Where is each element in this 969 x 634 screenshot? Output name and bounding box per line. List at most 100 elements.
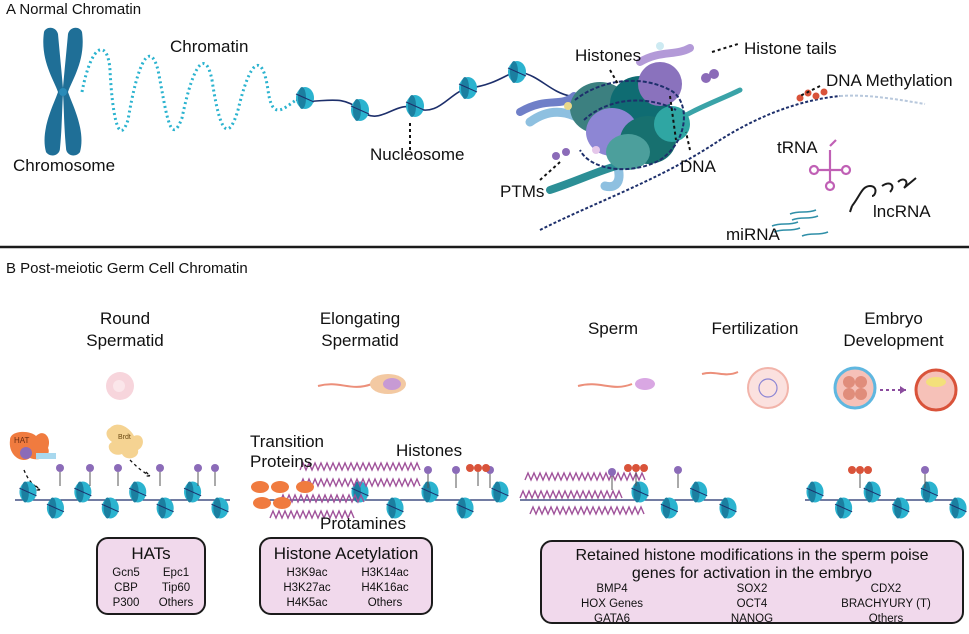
dna-helix-faded: [839, 94, 926, 105]
histone-mark-icon: [211, 464, 219, 486]
sperm-title: Sperm: [587, 319, 639, 338]
fertilization-icon: [701, 367, 789, 409]
retained-col-1: BMP4 HOX Genes GATA6: [562, 582, 662, 627]
nucleosome-icon: [491, 481, 509, 503]
nucleosome-icon: [421, 481, 439, 503]
transition-proteins-line2: Proteins: [250, 452, 313, 471]
hats-item: P300: [112, 597, 140, 609]
retained-modifications-box: Retained histone modifications in the sp…: [540, 540, 964, 627]
nucleosome-icon: [183, 481, 202, 503]
protamine-coil: [529, 505, 645, 516]
retained-item: BRACHYURY (T): [841, 598, 931, 610]
nucleosome-icon: [631, 481, 649, 503]
hats-item: Others: [158, 597, 194, 609]
nucleosome-icon: [507, 61, 527, 83]
acetylation-item: H4K5ac: [286, 597, 328, 609]
protamines-label: Protamines: [320, 514, 406, 533]
embryo-icon: [833, 366, 958, 412]
protamine-coil: [279, 493, 365, 504]
histone-mark-icon: [424, 466, 432, 488]
retained-item: SOX2: [736, 583, 768, 595]
acetylation-item: H3K14ac: [361, 567, 409, 579]
transition-proteins-icon: [251, 481, 314, 509]
retained-col-2: SOX2 OCT4 NANOG: [702, 582, 802, 627]
ptm-marks: [552, 42, 719, 160]
nucleosome-icon: [806, 481, 824, 503]
nucleosome-icon: [892, 497, 910, 519]
histone-mark-icon: [466, 464, 490, 486]
histone-mark-icon: [156, 464, 164, 486]
transition-protein: [251, 481, 269, 493]
nucleosome-icon: [74, 481, 92, 503]
hats-item: CBP: [114, 582, 138, 594]
hat-enzyme-label: HAT: [14, 436, 30, 445]
retained-item: HOX Genes: [581, 598, 643, 610]
transition-protein: [253, 497, 271, 509]
round-spermatid-title: Round Spermatid: [70, 308, 180, 352]
dna-methylation-label: DNA Methylation: [826, 71, 953, 90]
histone-mark-icon: [86, 464, 94, 486]
hat-enzyme-icon: [9, 431, 56, 460]
protamine-coil: [299, 461, 421, 472]
retained-item: CDX2: [870, 583, 902, 595]
histone-acetylation-box: Histone Acetylation H3K9ac H3K27ac H4K5a…: [259, 537, 433, 615]
chromosome-icon: [43, 27, 83, 156]
dna-helix: [539, 95, 841, 231]
nucleosome-icon: [456, 497, 474, 519]
nucleosome-icon: [949, 497, 967, 519]
retained-col-3: CDX2 BRACHYURY (T) Others: [826, 582, 946, 627]
hats-item: Tip60: [161, 582, 191, 594]
mirna-icon: [771, 209, 829, 237]
sperm-icon: [577, 378, 655, 390]
trna-icon: [808, 139, 852, 192]
nucleosome-icon: [46, 497, 65, 519]
transition-protein: [271, 481, 289, 493]
nucleosome-string: [295, 61, 527, 121]
lncrna-icon: [849, 177, 917, 213]
histone-acetylation-title: Histone Acetylation: [273, 544, 419, 563]
acetylation-col-2: H3K14ac H4K16ac Others: [349, 566, 421, 611]
histone-mark-icon: [921, 466, 929, 488]
histone-mark-icon: [624, 464, 648, 486]
hats-item: Epc1: [162, 567, 190, 579]
histone-marks: [56, 464, 929, 490]
histones-label: Histones: [575, 46, 642, 65]
retained-title-line1: Retained histone modifications in the sp…: [575, 547, 929, 564]
protamine-coil: [519, 489, 623, 500]
protamine-coil: [269, 509, 355, 520]
histone-mark-icon: [452, 466, 460, 488]
retained-item: BMP4: [596, 583, 628, 595]
elongating-spermatid-title: Elongating Spermatid: [300, 308, 420, 352]
nucleosome-icon: [386, 497, 404, 519]
hats-col-1: Gcn5 CBP P300: [104, 566, 148, 611]
brdt-label: Brdt: [118, 434, 131, 441]
histone-mark-icon: [114, 464, 122, 486]
embryo-development-line1: Embryo: [864, 309, 923, 328]
protamine-coil: [299, 477, 421, 488]
chromatin-fiber: [80, 48, 297, 132]
retained-item: OCT4: [736, 598, 768, 610]
nucleosome-icon: [350, 99, 370, 121]
panel-a-title: A Normal Chromatin: [6, 1, 142, 18]
nucleosome-icon: [458, 77, 478, 99]
round-spermatid-line2: Spermatid: [86, 331, 164, 350]
hats-box-title: HATs: [131, 544, 171, 563]
embryo-development-title: Embryo Development: [826, 308, 961, 352]
nucleosome-icon: [156, 497, 174, 519]
nucleosome-icon: [128, 481, 147, 503]
leader-lines-b: [23, 459, 152, 491]
protamine-coil: [524, 471, 646, 482]
hats-col-2: Epc1 Tip60 Others: [152, 566, 200, 611]
elongating-spermatid-line1: Elongating: [319, 309, 401, 328]
acetylation-item: Others: [367, 597, 403, 609]
panel-b-title: B Post-meiotic Germ Cell Chromatin: [6, 260, 248, 277]
retained-item: NANOG: [730, 613, 774, 625]
lncrna-label: lncRNA: [873, 202, 931, 221]
fertilization-title: Fertilization: [711, 319, 799, 338]
nucleosome-icon: [719, 497, 737, 519]
transition-protein: [296, 481, 314, 493]
leader-lines-a: [409, 43, 821, 181]
acetylation-col-1: H3K9ac H3K27ac H4K5ac: [271, 566, 343, 611]
nucleosome-fibers: [19, 481, 967, 519]
